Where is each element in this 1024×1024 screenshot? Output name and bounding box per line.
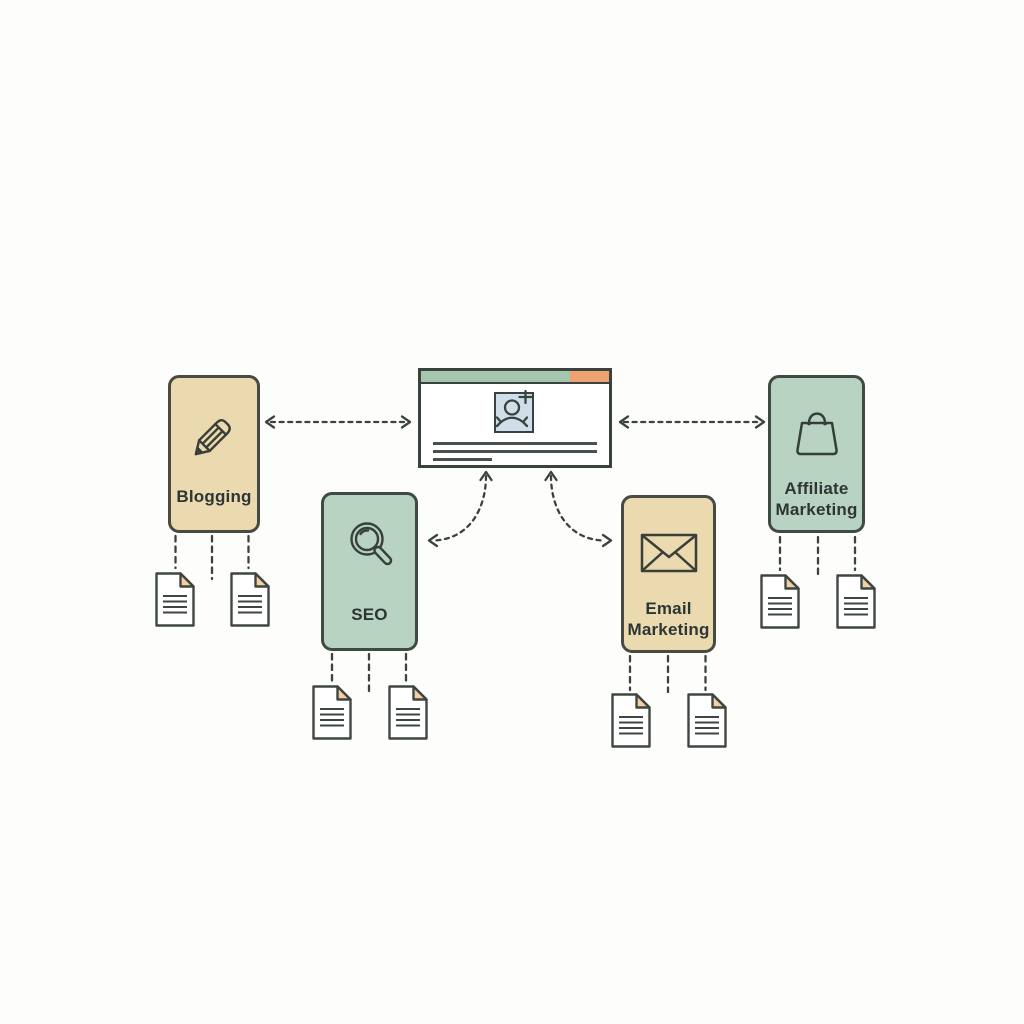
card-blogging: Blogging xyxy=(168,375,260,533)
window-header-bar xyxy=(421,371,609,384)
connector-blogging-window xyxy=(264,415,412,429)
window-text-line xyxy=(433,450,597,453)
card-email-marketing: Email Marketing xyxy=(621,495,716,653)
document-icon xyxy=(836,574,876,629)
window-text-line xyxy=(433,458,492,461)
shopping-bag-icon xyxy=(786,402,848,469)
document-icon xyxy=(687,693,727,748)
browser-window xyxy=(418,368,612,468)
card-label-affiliate-marketing: Affiliate Marketing xyxy=(775,479,858,520)
document-icon xyxy=(312,685,352,740)
document-icon xyxy=(760,574,800,629)
connector-seo-window xyxy=(427,470,493,548)
card-label-email-marketing: Email Marketing xyxy=(627,599,710,640)
pencil-icon xyxy=(184,404,244,469)
connector-window-email xyxy=(544,470,613,548)
envelope-icon xyxy=(639,532,699,579)
magnifying-glass-icon xyxy=(339,513,401,580)
document-icon xyxy=(230,572,270,627)
card-affiliate-marketing: Affiliate Marketing xyxy=(768,375,865,533)
document-icon xyxy=(155,572,195,627)
window-header-orange-segment xyxy=(570,371,609,382)
card-seo: SEO xyxy=(321,492,418,651)
document-icon xyxy=(388,685,428,740)
card-label-blogging: Blogging xyxy=(176,487,252,506)
card-label-seo: SEO xyxy=(351,605,388,624)
document-icon xyxy=(611,693,651,748)
droplines-affiliate xyxy=(778,535,857,581)
connector-window-affiliate xyxy=(618,415,766,429)
add-user-icon xyxy=(494,389,534,433)
window-text-line xyxy=(433,442,597,445)
droplines-email xyxy=(628,654,707,694)
